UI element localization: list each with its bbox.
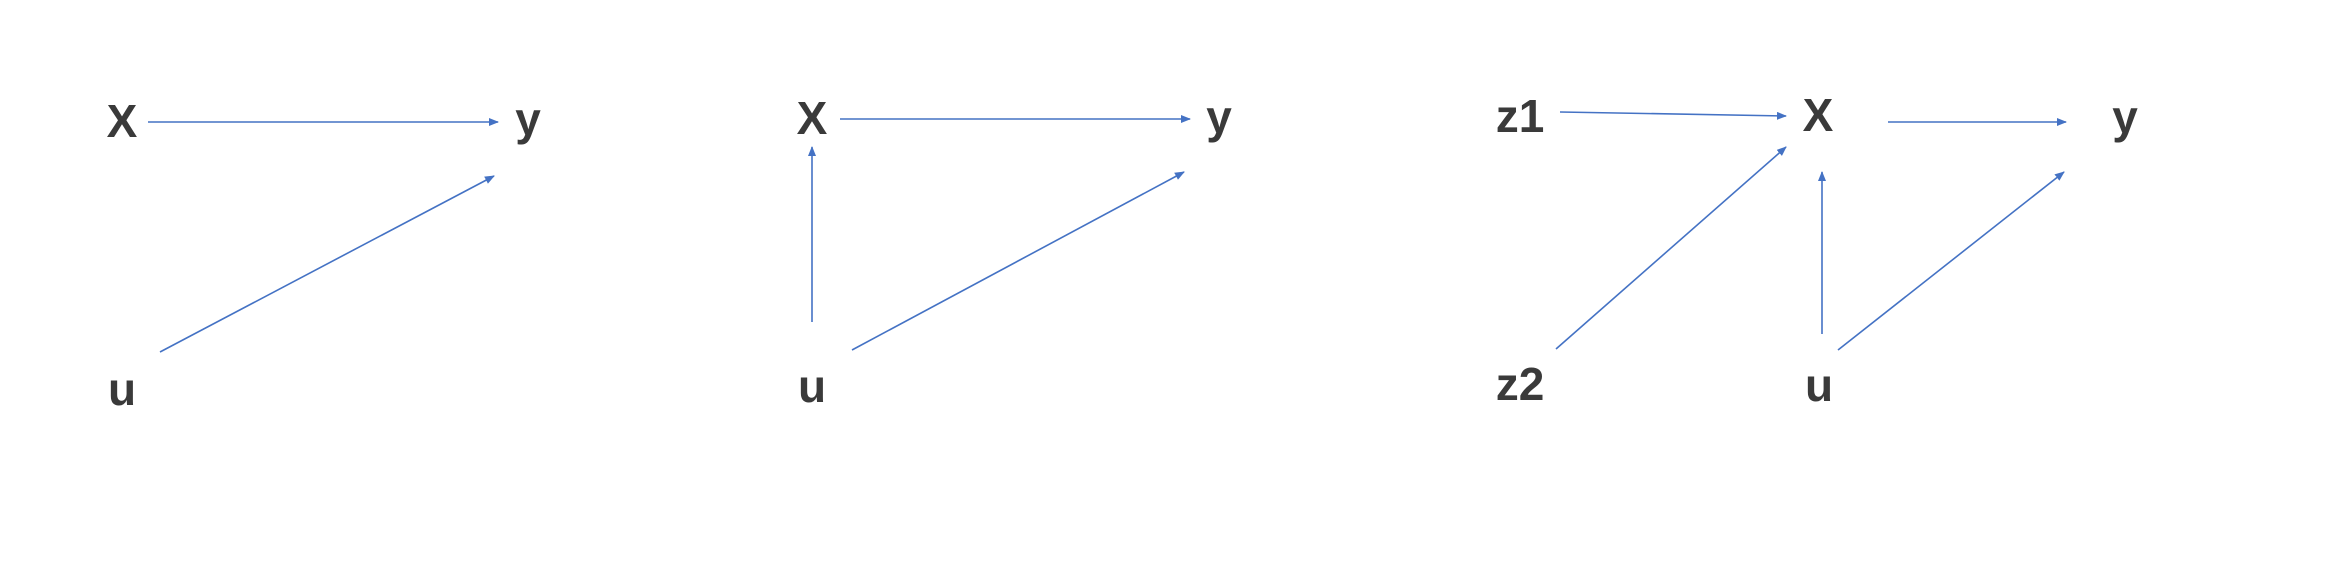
node-u: u xyxy=(1805,359,1833,411)
node-y: y xyxy=(1206,91,1232,143)
node-y: y xyxy=(2112,91,2138,143)
node-u: u xyxy=(798,360,826,412)
edge-z1-to-x xyxy=(1559,111,1787,120)
edge-u-to-y xyxy=(1837,171,2065,351)
edge-u-to-y xyxy=(159,175,495,353)
diagram-1: X y u xyxy=(107,93,542,415)
node-x: X xyxy=(1803,89,1834,141)
node-x: X xyxy=(107,95,138,147)
node-z1: z1 xyxy=(1496,90,1545,142)
node-z2: z2 xyxy=(1496,358,1545,410)
node-x: X xyxy=(797,92,828,144)
diagram-3: z1 X y z2 u xyxy=(1496,89,2139,411)
edge-u-to-y xyxy=(851,171,1185,351)
edge-z2-to-x xyxy=(1555,146,1787,350)
diagram-2: X y u xyxy=(797,91,1233,412)
node-y: y xyxy=(515,93,541,145)
node-u: u xyxy=(108,363,136,415)
